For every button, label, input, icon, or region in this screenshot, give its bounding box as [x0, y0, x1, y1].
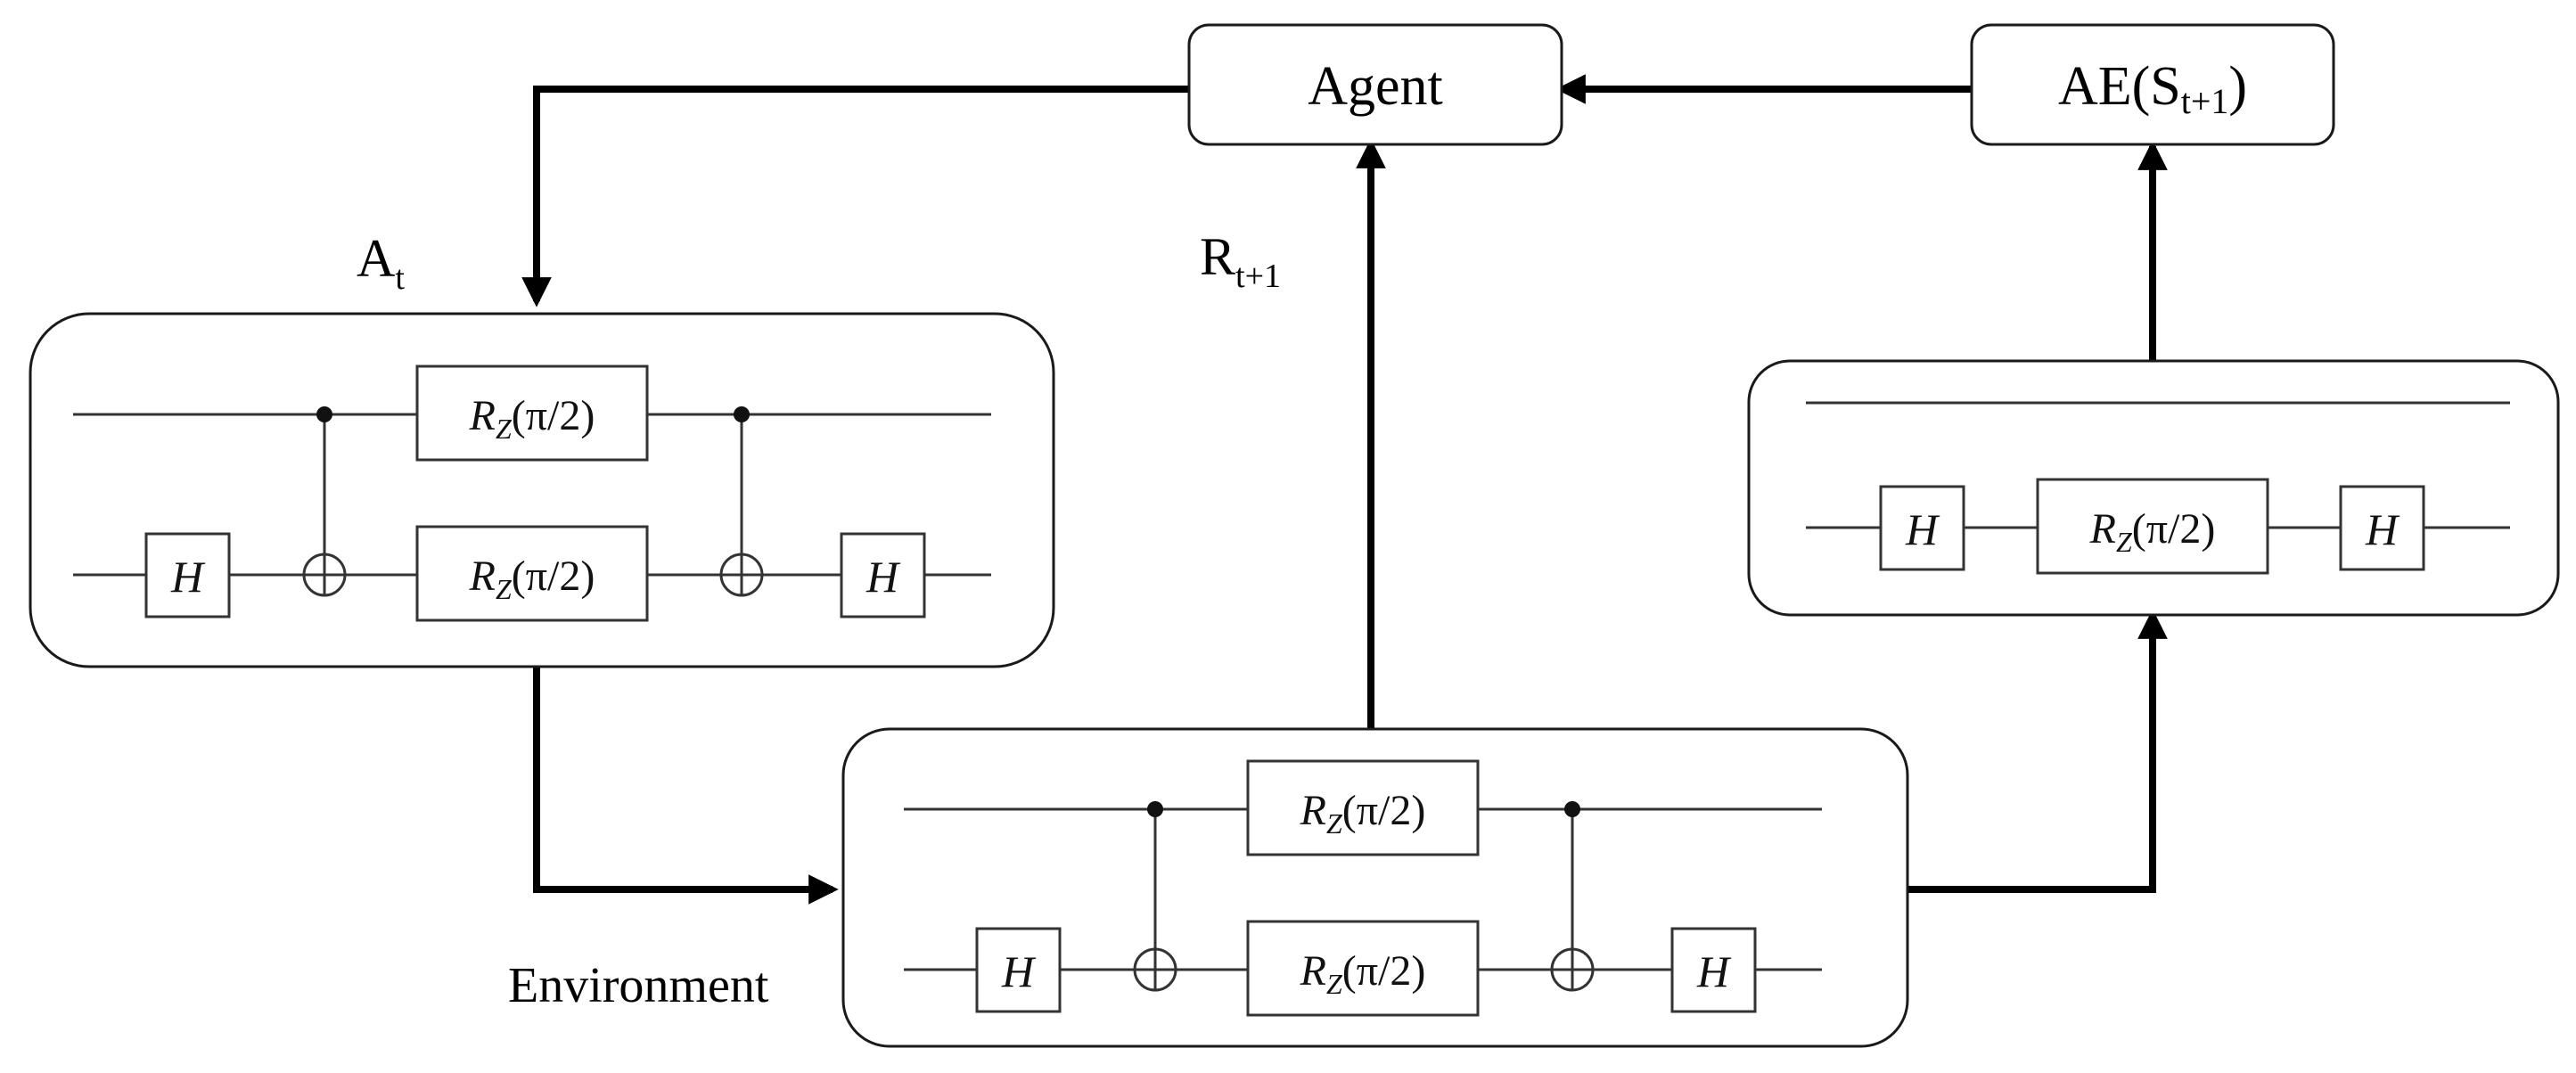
environment-label: Environment [508, 958, 769, 1013]
agent-node: Agent [1187, 23, 1563, 146]
ae-label: AE(St+1) [2058, 56, 2247, 121]
state-circuit: H RZ(π/2) H [1747, 359, 2560, 617]
rz-gate [2036, 478, 2269, 575]
action-circuit: H RZ(π/2) RZ(π/2) H [29, 312, 1055, 668]
action-circuit-box [29, 312, 1055, 668]
ae-node: AE(St+1) [1970, 23, 2335, 146]
agent-label: Agent [1308, 56, 1443, 117]
hadamard-gate [144, 532, 231, 618]
rz-gate-label: RZ(π/2) [469, 392, 595, 445]
cnot-control-dot [1564, 801, 1580, 817]
hadamard-gate-label: H [1001, 946, 1037, 996]
hadamard-gate-label: H [866, 552, 901, 602]
reward-label-subscript: t+1 [1235, 258, 1281, 295]
action-label-main: A [357, 229, 395, 288]
cnot-control-dot [734, 406, 750, 422]
rz-gate [1246, 759, 1480, 856]
rz-gate [415, 364, 649, 462]
hadamard-gate [1670, 927, 1757, 1013]
hadamard-gate-label: H [1696, 946, 1732, 996]
hadamard-gate-label: H [2365, 504, 2400, 554]
hadamard-gate-label: H [170, 552, 206, 602]
hadamard-gate [840, 532, 926, 618]
rz-gate [415, 525, 649, 622]
arrow-action-to-environment [533, 667, 839, 905]
ae-label-prefix: AE(S [2058, 56, 2181, 117]
hadamard-gate [2339, 485, 2425, 571]
hadamard-gate [975, 927, 1062, 1013]
reward-label: Rt+1 [1200, 227, 1281, 295]
hadamard-gate-label: H [1905, 504, 1940, 554]
cnot-control-dot [1147, 801, 1163, 817]
rz-gate-label: RZ(π/2) [1300, 947, 1426, 1000]
action-label-subscript: t [395, 259, 405, 297]
arrow-agent-to-action [521, 86, 1189, 307]
rz-gate-label: RZ(π/2) [2089, 505, 2216, 558]
reward-label-main: R [1200, 227, 1235, 286]
ae-label-suffix: ) [2228, 56, 2247, 117]
hadamard-gate [1879, 485, 1965, 571]
cnot-control-dot [316, 406, 332, 422]
rz-gate [1246, 920, 1480, 1017]
rz-gate-label: RZ(π/2) [1300, 787, 1426, 840]
arrow-environment-to-state-circuit [1907, 609, 2168, 893]
ae-label-subscript: t+1 [2181, 81, 2229, 121]
rz-gate-label: RZ(π/2) [469, 553, 595, 605]
environment-circuit: H RZ(π/2) RZ(π/2) H [841, 727, 1909, 1048]
action-label: At [357, 229, 405, 297]
